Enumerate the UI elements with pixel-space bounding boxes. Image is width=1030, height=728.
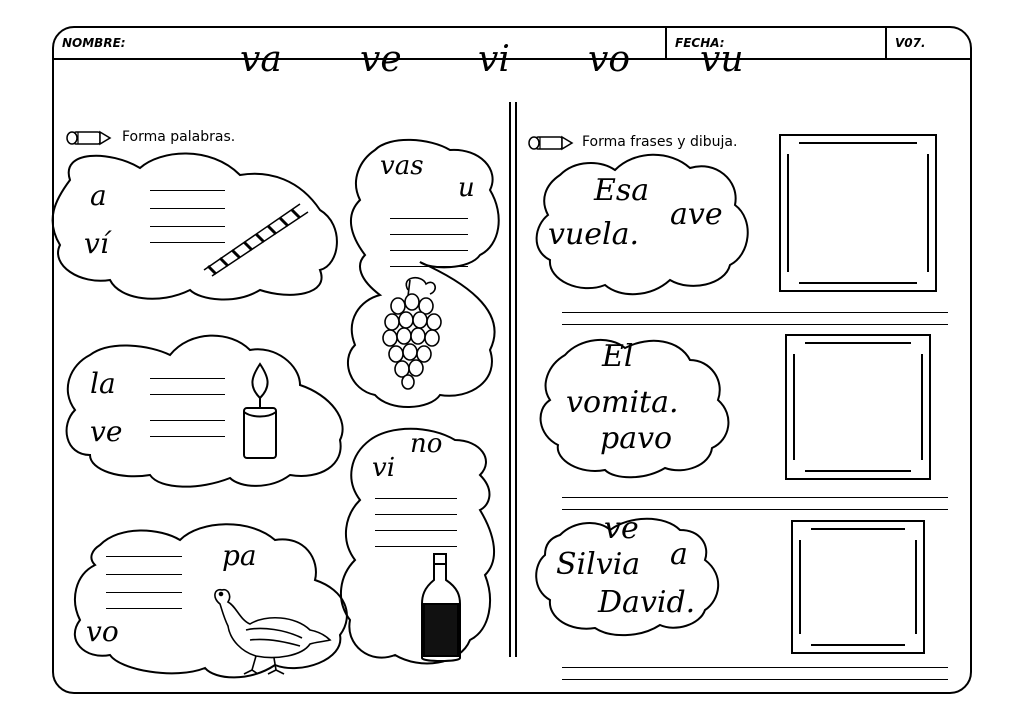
- pencil-icon: [66, 130, 112, 146]
- writing-line[interactable]: [150, 226, 225, 227]
- cloud-3: [65, 334, 344, 488]
- sentence-line[interactable]: [562, 679, 948, 680]
- word-pa: pa: [222, 539, 257, 572]
- grapes-picture: [382, 277, 442, 390]
- cloud-6: [535, 153, 749, 296]
- candle-picture: [243, 362, 277, 459]
- syllable-vi: vi: [478, 39, 510, 80]
- word-vomita: vomita.: [566, 385, 679, 420]
- writing-line[interactable]: [150, 378, 225, 379]
- section-divider: [509, 102, 511, 657]
- sentence-line[interactable]: [562, 312, 948, 313]
- sentence-line[interactable]: [562, 324, 948, 325]
- cloud-5: [73, 523, 348, 679]
- writing-line[interactable]: [106, 556, 182, 557]
- writing-line[interactable]: [390, 250, 468, 251]
- pencil-icon: [528, 135, 574, 151]
- word-la: la: [90, 367, 116, 400]
- cloud-8: [535, 517, 720, 637]
- writing-line[interactable]: [150, 394, 225, 395]
- writing-line[interactable]: [375, 530, 457, 531]
- writing-line[interactable]: [150, 420, 225, 421]
- syllable-va: va: [240, 39, 282, 80]
- drawing-frame[interactable]: [785, 334, 931, 480]
- name-label: NOMBRE:: [62, 36, 126, 50]
- word-pavo: pavo: [600, 421, 673, 456]
- instruction-right: Forma frases y dibuja.: [582, 134, 738, 150]
- cloud-7: [539, 338, 730, 479]
- word-vi-2: vi: [372, 453, 396, 483]
- cloud-4: [339, 427, 496, 665]
- writing-line[interactable]: [106, 574, 182, 575]
- writing-line[interactable]: [150, 190, 225, 191]
- writing-line[interactable]: [375, 498, 457, 499]
- word-vas: vas: [380, 151, 424, 181]
- cloud-2: [346, 138, 500, 408]
- date-label: FECHA:: [675, 36, 725, 50]
- sentence-line[interactable]: [562, 509, 948, 510]
- syllable-vu: vu: [700, 39, 744, 80]
- header-bar: NOMBRE: FECHA: V07.: [54, 28, 970, 60]
- writing-line[interactable]: [150, 436, 225, 437]
- writing-line[interactable]: [106, 592, 182, 593]
- word-david: David.: [598, 585, 696, 620]
- word-ve: ve: [90, 415, 123, 448]
- name-field[interactable]: NOMBRE:: [54, 28, 667, 58]
- word-u: u: [458, 173, 475, 203]
- writing-line[interactable]: [375, 546, 457, 547]
- word-a-2: a: [670, 537, 688, 572]
- writing-line[interactable]: [390, 266, 468, 267]
- syllable-vo: vo: [588, 39, 631, 80]
- writing-line[interactable]: [150, 208, 225, 209]
- cloud-1: [51, 152, 338, 301]
- word-vo: vo: [86, 615, 119, 648]
- word-vuela: vuela.: [548, 217, 640, 252]
- wine-bottle-picture: [421, 553, 461, 662]
- word-a: a: [90, 179, 107, 212]
- syllable-ve: ve: [360, 39, 402, 80]
- word-silvia: Silvia: [556, 547, 641, 582]
- turkey-picture: [214, 588, 332, 675]
- drawing-frame[interactable]: [791, 520, 925, 654]
- writing-line[interactable]: [375, 514, 457, 515]
- sentence-line[interactable]: [562, 497, 948, 498]
- section-divider-2: [515, 102, 517, 657]
- sentence-line[interactable]: [562, 667, 948, 668]
- word-vi: ví: [84, 227, 109, 260]
- drawing-frame[interactable]: [779, 134, 937, 292]
- word-ave: ave: [670, 197, 723, 232]
- word-el: El: [602, 339, 634, 374]
- date-field[interactable]: FECHA:: [667, 28, 887, 58]
- worksheet-code: V07.: [895, 36, 926, 50]
- word-ve-2: ve: [604, 511, 639, 546]
- writing-line[interactable]: [390, 234, 468, 235]
- writing-line[interactable]: [390, 218, 468, 219]
- word-no: no: [410, 429, 443, 459]
- word-esa: Esa: [594, 173, 650, 208]
- instruction-left: Forma palabras.: [122, 129, 236, 145]
- train-track-picture: [203, 203, 309, 277]
- writing-line[interactable]: [150, 242, 225, 243]
- worksheet: NOMBRE: FECHA: V07.: [52, 26, 972, 694]
- writing-line[interactable]: [106, 608, 182, 609]
